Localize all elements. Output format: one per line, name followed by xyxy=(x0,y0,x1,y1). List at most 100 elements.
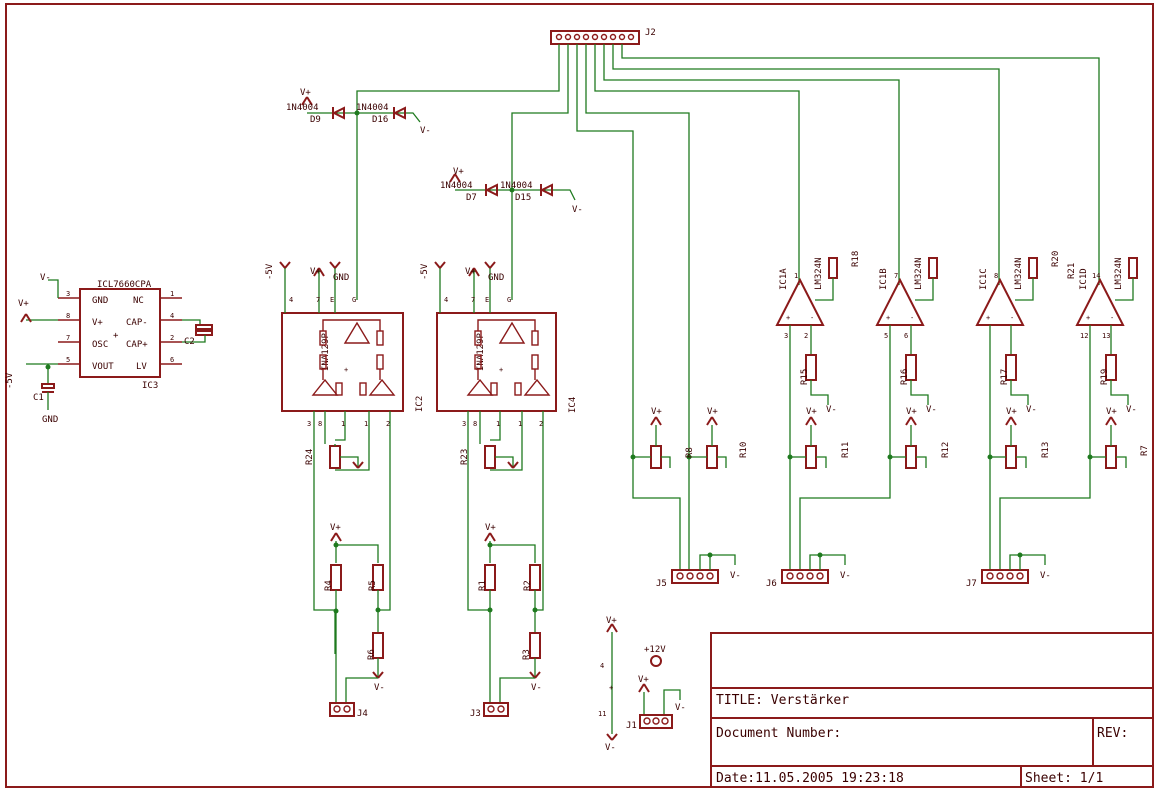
ic3-pin1: 1 xyxy=(170,290,174,298)
opamp-ic1d: + - IC1D LM324N 14 12 13 R21 R19 V- V+ R… xyxy=(999,257,1150,570)
opamp-ic1c: + - IC1C LM324N 8 R20 R17 V- V+ R13 xyxy=(975,251,1061,570)
r11-label: R11 xyxy=(841,442,851,458)
c2-label: C2 xyxy=(184,337,195,347)
ic1c-plus: + xyxy=(986,314,990,322)
ic1b-ref: IC1B xyxy=(879,268,889,290)
connector-j7: V- J7 xyxy=(966,552,1051,589)
j3-label: J3 xyxy=(470,709,481,719)
r20-label: R20 xyxy=(1051,251,1061,267)
connector-j6: V- J6 xyxy=(766,552,851,589)
opamp-ic1a: + - IC1A LM324N 1 3 2 R18 R15 V- V+ R11 xyxy=(775,251,861,570)
ic2-pin-g: G xyxy=(352,296,356,304)
ic3-voltage-converter: ICL7660CPA IC3 GND NC V+ CAP- OSC CAP+ V… xyxy=(5,273,213,425)
r16-vminus: V- xyxy=(926,405,937,415)
ic1a-plus: + xyxy=(786,314,790,322)
ic1a-ref: IC1A xyxy=(779,268,789,290)
ic3-pin-gnd: GND xyxy=(92,296,108,306)
ic4-pin7: 7 xyxy=(471,296,475,304)
connector-j4: J4 xyxy=(329,611,378,719)
ic1d-pin14: 14 xyxy=(1092,272,1100,280)
r7-vplus: V+ xyxy=(1106,407,1117,417)
ic1a-pin2: 2 xyxy=(804,332,808,340)
j6-vminus: V- xyxy=(840,571,851,581)
title-block: TITLE: Verstärker Document Number: REV: … xyxy=(710,632,1154,788)
ic2-pin4: 4 xyxy=(289,296,293,304)
ic1a-name: LM324N xyxy=(814,257,824,290)
r23-trimmer: R23 xyxy=(460,445,519,469)
title-text: TITLE: Verstärker xyxy=(716,693,849,708)
revision-label: REV: xyxy=(1097,726,1128,741)
r3-vminus: V- xyxy=(531,683,542,693)
r18-label: R18 xyxy=(851,251,861,267)
d7-label: D7 xyxy=(466,193,477,203)
r12-label: R12 xyxy=(941,442,951,458)
pwr-vplus: V+ xyxy=(606,616,617,626)
ic3-vminus-label: V- xyxy=(40,273,51,283)
ic3-pin6: 6 xyxy=(170,356,174,364)
d7-part: 1N4004 xyxy=(440,181,473,191)
vminus-label-d15: V- xyxy=(572,205,583,215)
j7-vminus: V- xyxy=(1040,571,1051,581)
ic2-instrumentation-amp: INA129P IC2 + -5V V+ GND 4 7 E G 3 xyxy=(265,261,425,654)
ic2-name: INA129P xyxy=(321,332,331,371)
ic1c-ref: IC1C xyxy=(979,268,989,290)
ic3-pin-vplus: V+ xyxy=(92,318,103,328)
ic2-pin7: 7 xyxy=(316,296,320,304)
ic3-pin5: 5 xyxy=(66,356,70,364)
d9-label: D9 xyxy=(310,115,321,125)
document-number-label: Document Number: xyxy=(716,726,841,741)
ic4-ref: IC4 xyxy=(568,397,578,413)
r21-label: R21 xyxy=(1067,263,1077,279)
pwr-plus: + xyxy=(609,684,613,692)
pwr-vminus: V- xyxy=(605,743,616,753)
connector-j3: J3 xyxy=(470,677,535,719)
diodes-d7-d15: V+ 1N4004 D7 1N4004 D15 V- xyxy=(440,167,583,215)
ic3-pin-vout: VOUT xyxy=(92,362,114,372)
j6-label: J6 xyxy=(766,579,777,589)
vplus-label-d9: V+ xyxy=(300,88,311,98)
ic1d-minus: - xyxy=(1110,314,1114,322)
r17-label: R17 xyxy=(1000,369,1010,385)
ic2-pin2: 2 xyxy=(386,420,390,428)
ic4-pin-g: G xyxy=(507,296,511,304)
date-text: Date:11.05.2005 19:23:18 xyxy=(716,771,904,786)
ic3-name: ICL7660CPA xyxy=(97,280,152,290)
d16-label: D16 xyxy=(372,115,388,125)
vplus-label-d7: V+ xyxy=(453,167,464,177)
r13-label: R13 xyxy=(1041,442,1051,458)
c1-label: C1 xyxy=(33,393,44,403)
connector-j2: J2 xyxy=(550,28,656,45)
p12v-label: +12V xyxy=(644,645,666,655)
r11-vplus: V+ xyxy=(806,407,817,417)
r19-label: R19 xyxy=(1100,369,1110,385)
ic4-pin-e: E xyxy=(485,296,489,304)
ic4-pin3: 3 xyxy=(462,420,466,428)
ic1b-minus: - xyxy=(910,314,914,322)
ic2-plus: + xyxy=(344,366,348,374)
r13-vplus: V+ xyxy=(1006,407,1017,417)
r5-label: R5 xyxy=(368,580,378,591)
ic2-pin1b: 1 xyxy=(364,420,368,428)
d15-part: 1N4004 xyxy=(500,181,533,191)
ic4-instrumentation-amp: INA129P IC4 + -5V V+ GND 4 7 E G 3 xyxy=(420,261,578,611)
r4r5-vplus: V+ xyxy=(330,523,341,533)
ic3-pin-osc: OSC xyxy=(92,340,108,350)
ic4-pin2: 2 xyxy=(539,420,543,428)
ic1d-pin12: 12 xyxy=(1080,332,1088,340)
opamp-ic1b: + - IC1B LM324N 7 5 6 R16 V- V+ R12 xyxy=(799,257,951,570)
ic4-pin1b: 1 xyxy=(518,420,522,428)
d9-part: 1N4004 xyxy=(286,103,319,113)
r8-vplus: V+ xyxy=(651,407,662,417)
diodes-d9-d16: V+ 1N4004 D9 1N4004 D16 V- xyxy=(286,88,431,136)
d15-label: D15 xyxy=(515,193,531,203)
ic1b-pin5: 5 xyxy=(884,332,888,340)
j5-label: J5 xyxy=(656,579,667,589)
ic3-pin7: 7 xyxy=(66,334,70,342)
ic1a-minus: - xyxy=(810,314,814,322)
ic3-pin-nc: NC xyxy=(133,296,144,306)
ic2-pin-e: E xyxy=(330,296,334,304)
r15-label: R15 xyxy=(800,369,810,385)
r24-label: R24 xyxy=(305,449,315,465)
power-section: V+ V- 4 11 + +12V V+ V- J1 xyxy=(598,616,686,753)
